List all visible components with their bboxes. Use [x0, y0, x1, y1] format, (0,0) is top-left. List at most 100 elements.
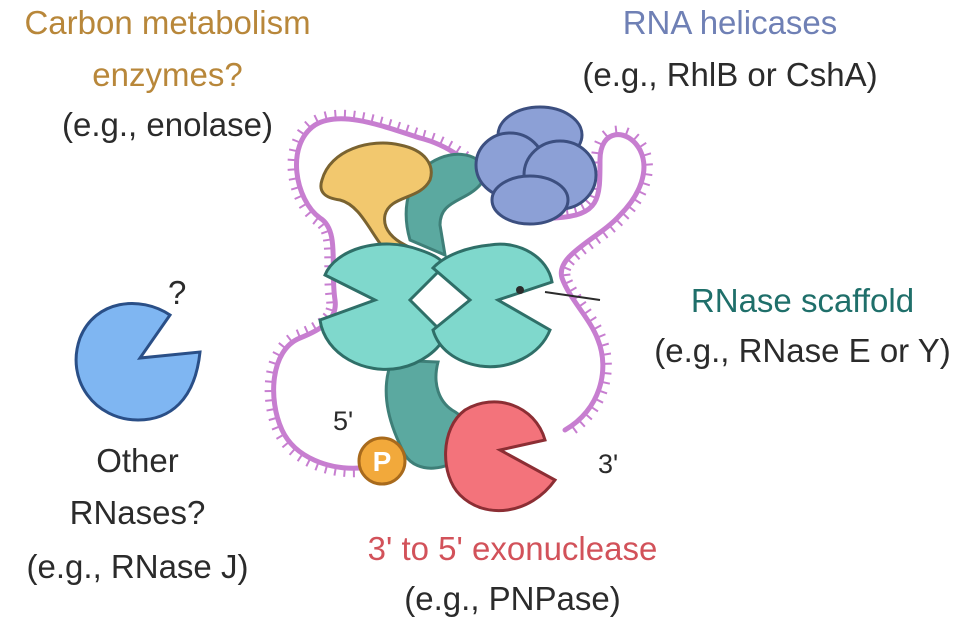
rna-tick: [379, 116, 384, 126]
rna-tick: [320, 229, 331, 235]
carbon-example: (e.g., enolase): [62, 106, 273, 143]
carbon-label-line1: Carbon metabolism: [24, 4, 311, 41]
rna-tick: [599, 342, 610, 348]
rna-tick: [632, 133, 640, 142]
rna-tick: [564, 279, 574, 285]
rna-tick: [621, 212, 630, 220]
rna-tick: [296, 128, 306, 136]
rna-tick: [291, 138, 302, 144]
rna-tick: [311, 322, 318, 331]
helicase-example: (e.g., RhlB or CshA): [582, 56, 878, 93]
rna-tick: [589, 405, 599, 413]
rna-tick: [304, 209, 313, 218]
rna-tick: [615, 218, 624, 227]
rna-tick: [601, 352, 612, 356]
rna-tick: [568, 286, 577, 293]
rna-tick: [361, 112, 366, 122]
rna-tick: [265, 398, 275, 402]
rna-tick: [438, 136, 445, 146]
rna-tick: [642, 152, 652, 157]
rna-tick: [608, 224, 616, 233]
other-rnase-question: ?: [168, 274, 187, 311]
rna-tick: [624, 127, 630, 137]
rna-tick: [290, 185, 301, 191]
rna-tick: [586, 240, 594, 250]
rna-tick: [266, 370, 276, 375]
rna-tick: [600, 380, 611, 385]
rna-tick: [430, 132, 436, 142]
rna-tick: [601, 130, 610, 139]
rna-tick: [447, 140, 454, 150]
rna-tick: [370, 114, 375, 124]
rna-tick: [323, 464, 329, 474]
rna-tick: [422, 129, 427, 140]
rna-tick: [271, 425, 281, 431]
rna-tick: [627, 205, 636, 213]
rna-tick: [588, 316, 597, 323]
rna-tick: [561, 273, 571, 277]
rna-tick: [584, 199, 593, 207]
rna-tick: [314, 461, 320, 471]
phosphate-icon: P: [357, 436, 407, 486]
rna-tick: [304, 120, 312, 129]
three-prime-label: 3': [598, 449, 619, 479]
scaffold-leader-line: [544, 291, 601, 301]
rna-tick: [580, 202, 586, 212]
rna-tick: [602, 371, 612, 375]
rna-tick: [601, 230, 609, 239]
other-rnase-example: (e.g., RNase J): [26, 548, 249, 585]
rna-tick: [591, 151, 601, 155]
rna-tick: [298, 202, 308, 209]
rna-tick: [594, 235, 602, 245]
rna-tick: [594, 140, 604, 146]
rna-tick: [638, 142, 647, 149]
rna-tick: [281, 440, 290, 449]
rna-tick: [288, 148, 299, 153]
rna-tick: [264, 380, 275, 383]
rna-tick: [594, 397, 604, 404]
rna-tick: [596, 333, 606, 339]
rna-tick: [562, 265, 572, 272]
other-rnase-line1: Other: [96, 442, 179, 479]
enolase-icon: [319, 141, 433, 252]
phosphate-label: P: [373, 446, 392, 477]
other-rnase-line2: RNases?: [69, 494, 206, 531]
rna-tick: [640, 181, 651, 187]
rna-tick: [598, 389, 608, 395]
rna-tick: [288, 177, 298, 181]
rna-tick: [570, 425, 578, 434]
rna-tick: [268, 360, 278, 366]
rna-tick: [313, 114, 320, 124]
rna-tick: [572, 251, 581, 260]
rna-tick: [334, 109, 337, 119]
rna-tick: [343, 467, 346, 477]
pnpase-icon: [444, 400, 558, 513]
rna-tick: [323, 247, 334, 250]
rna-tick: [268, 416, 278, 422]
other-rnase-icon: [74, 302, 202, 422]
scaffold-label: RNase scaffold: [690, 282, 915, 319]
rna-tick: [272, 351, 282, 357]
rna-tick: [333, 466, 337, 476]
rna-tick: [275, 433, 285, 440]
rna-tick: [278, 342, 287, 350]
rna-tick: [637, 189, 647, 196]
rna-tick: [566, 258, 575, 266]
rna-tick: [325, 292, 335, 296]
rna-tick: [643, 163, 653, 166]
rna-tick: [643, 172, 653, 177]
rna-tick: [322, 238, 333, 242]
rna-tick: [352, 110, 356, 120]
rna-tick: [592, 324, 602, 331]
rna-tick: [577, 300, 587, 308]
rna-tick: [404, 124, 410, 134]
rna-tick: [295, 329, 302, 339]
rna-tick: [578, 419, 586, 428]
rna-tick: [294, 194, 304, 200]
rna-tick: [326, 301, 336, 304]
rna-tick: [632, 197, 642, 205]
rna-tick: [303, 325, 310, 335]
rna-tick: [584, 412, 593, 421]
